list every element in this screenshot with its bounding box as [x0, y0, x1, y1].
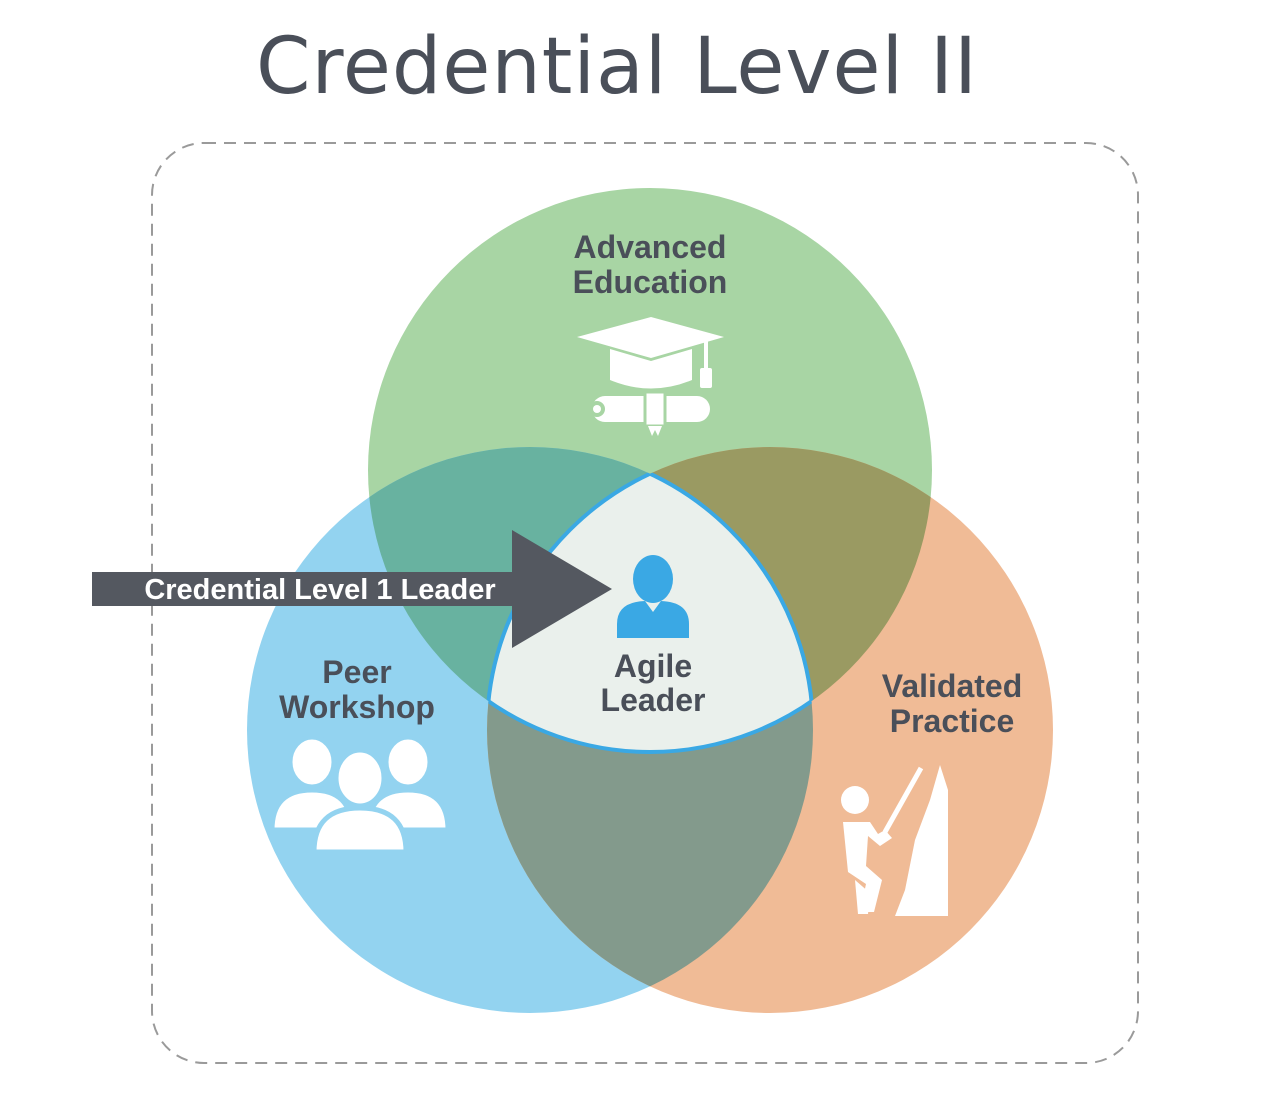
- level1-arrow: [92, 530, 612, 648]
- advanced-education-line2: Education: [573, 264, 728, 300]
- group-icon: [269, 734, 451, 855]
- page-title: Credential Level II: [256, 22, 978, 112]
- arrow-label: Credential Level 1 Leader: [144, 574, 495, 606]
- peer-workshop-line1: Peer: [322, 654, 391, 690]
- validated-practice-line2: Practice: [890, 703, 1015, 739]
- agile-leader-line1: Agile: [614, 648, 692, 684]
- person-icon: [617, 555, 689, 638]
- agile-leader-line2: Leader: [601, 682, 706, 718]
- validated-practice-line1: Validated: [882, 668, 1023, 704]
- advanced-education-line1: Advanced: [574, 229, 727, 265]
- peer-workshop-line2: Workshop: [279, 689, 435, 725]
- dashed-frame: [151, 142, 1139, 1064]
- graduation-cap-icon: [577, 317, 724, 436]
- climber-icon: [841, 765, 948, 916]
